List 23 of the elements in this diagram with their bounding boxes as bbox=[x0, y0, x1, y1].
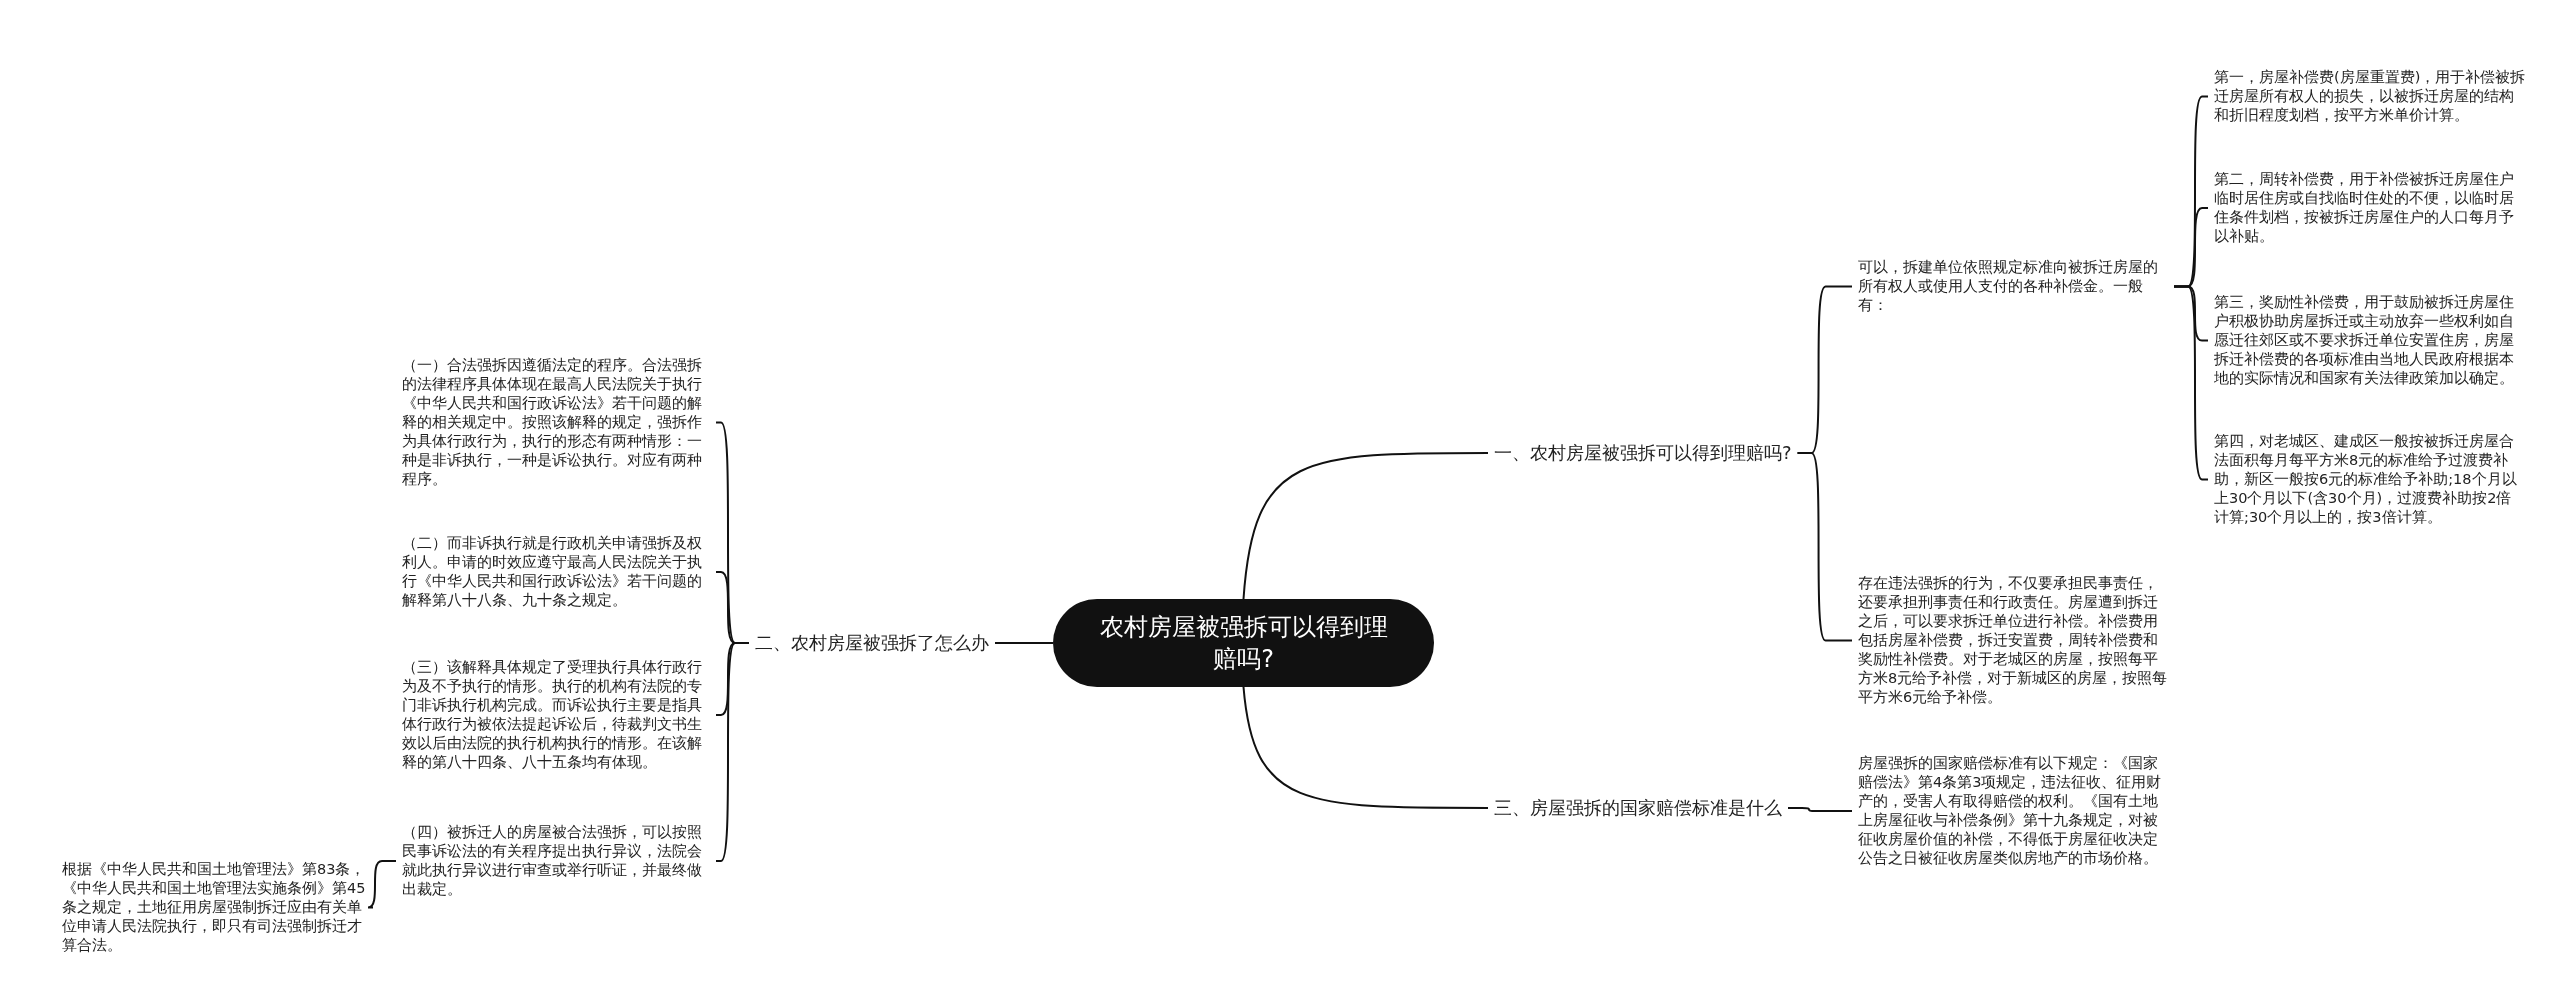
connector-line bbox=[715, 642, 750, 862]
connector-line bbox=[1787, 807, 1853, 812]
note-text: 可以，拆建单位依照规定标准向被拆迁房屋的所有权人或使用人支付的各种补偿金。一般有： bbox=[1858, 258, 2168, 315]
connector-line bbox=[1242, 686, 1489, 809]
note-text: 存在违法强拆的行为，不仅要承担民事责任，还要承担刑事责任和行政责任。房屋遭到拆迁之后，可以要求拆迁单位进行补偿。补偿费用包括房屋补偿费，拆迁安置费，周转补偿费和奖励性补偿费。对于老城区的房屋，按照每平方米8元给予补偿，对于新城区的房屋，按照每平方米6元给予补偿。 bbox=[1858, 574, 2168, 707]
note-text: （四）被拆迁人的房屋被合法强拆，可以按照民事诉讼法的有关程序提出执行异议，法院会就此执行异议进行审查或举行听证，并最终做出裁定。 bbox=[402, 823, 710, 899]
connector-line bbox=[367, 860, 397, 909]
branch-topic-text: 二、农村房屋被强拆了怎么办 bbox=[755, 630, 1015, 656]
note-text: 第一，房屋补偿费(房屋重置费)，用于补偿被拆迁房屋所有权人的损失，以被拆迁房屋的结构和折旧程度划档，按平方米单价计算。 bbox=[2214, 68, 2526, 125]
connector-line bbox=[2173, 285, 2209, 481]
connector-line bbox=[1242, 452, 1489, 600]
branch-topic-text: 三、房屋强拆的国家赔偿标准是什么 bbox=[1494, 795, 1814, 821]
note-text: 第二，周转补偿费，用于补偿被拆迁房屋住户临时居住房或自找临时住处的不便，以临时居住条件划档，按被拆迁房屋住户的人口每月予以补贴。 bbox=[2214, 170, 2526, 246]
note-text: 房屋强拆的国家赔偿标准有以下规定：《国家赔偿法》第4条第3项规定，违法征收、征用财产的，受害人有取得赔偿的权利。《国有土地上房屋征收与补偿条例》第十九条规定，对被征收房屋价值的补偿，不得低于房屋征收决定公告之日被征收房屋类似房地产的市场价格。 bbox=[1858, 754, 2168, 868]
connector-line bbox=[994, 642, 1054, 644]
note-text: （一）合法强拆因遵循法定的程序。合法强拆的法律程序具体体现在最高人民法院关于执行《中华人民共和国行政诉讼法》若干问题的解释的相关规定中。按照该解释的规定，强拆作为具体行政行为，执行的形态有两种情形：一种是非诉执行，一种是诉讼执行。对应有两种程序。 bbox=[402, 356, 710, 489]
note-text: （三）该解释具体规定了受理执行具体行政行为及不予执行的情形。执行的机构有法院的专门非诉执行机构完成。而诉讼执行主要是指具体行政行为被依法提起诉讼后，待裁判文书生效以后由法院的执行机构执行的情形。在该解释的第八十四条、八十五条均有体现。 bbox=[402, 658, 710, 772]
note-text: 第四，对老城区、建成区一般按被拆迁房屋合法面积每月每平方米8元的标准给予过渡费补助，新区一般按6元的标准给予补助;18个月以上30个月以下(含30个月)，过渡费补助按2倍计算;30个月以上的，按3倍计算。 bbox=[2214, 432, 2526, 527]
branch-topic-text: 一、农村房屋被强拆可以得到理赔吗? bbox=[1494, 440, 1814, 466]
note-text: 第三，奖励性补偿费，用于鼓励被拆迁房屋住户积极协助房屋拆迁或主动放弃一些权利如自愿迁往郊区或不要求拆迁单位安置住房，房屋拆迁补偿费的各项标准由当地人民政府根据本地的实际情况和国家有关法律政策加以确定。 bbox=[2214, 293, 2526, 388]
central-topic-pill: 农村房屋被强拆可以得到理赔吗? bbox=[1053, 599, 1434, 687]
note-text: 根据《中华人民共和国土地管理法》第83条，《中华人民共和国土地管理法实施条例》第45 条之规定，土地征用房屋强制拆迁应由有关单位申请人民法院执行，即只有司法强制拆迁才算合法。 bbox=[62, 860, 367, 955]
note-text: （二）而非诉执行就是行政机关申请强拆及权利人。申请的时效应遵守最高人民法院关于执行《中华人民共和国行政诉讼法》若干问题的解释第八十八条、九十条之规定。 bbox=[402, 534, 710, 610]
